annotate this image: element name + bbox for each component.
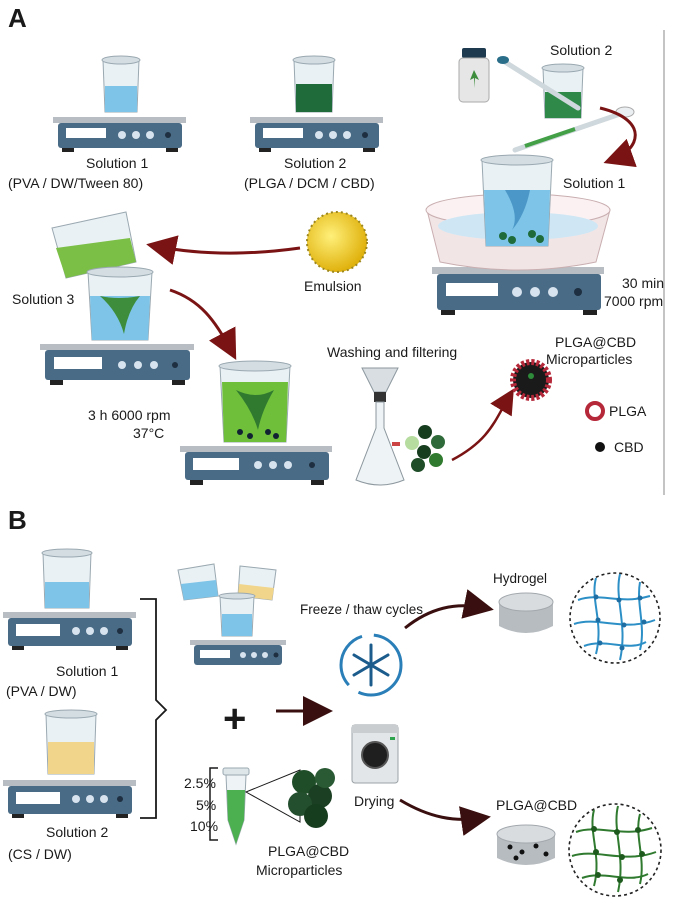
- b-arrow-freeze-to-hydrogel: [404, 589, 494, 630]
- b-conc-2: 10%: [190, 818, 218, 834]
- hydrogel-network-icon: [569, 572, 661, 664]
- a-legend-cbd: CBD: [614, 439, 644, 455]
- composite-disk-icon: [496, 824, 556, 865]
- beaker-solution-1: [101, 55, 141, 113]
- a-solution1-right-label: Solution 1: [563, 175, 625, 191]
- b-stirrer-solution-1: [3, 548, 136, 650]
- b-arrow-drying-to-composite: [399, 798, 491, 836]
- filter-flask-icon: [355, 367, 405, 486]
- eppendorf-tube-icon: [222, 767, 250, 846]
- b-solution1-title: Solution 1: [56, 663, 118, 679]
- pouring-beaker: [51, 211, 137, 279]
- b-solution1-components: (PVA / DW): [6, 683, 77, 699]
- legend-cbd-icon: [595, 442, 605, 452]
- panel-a-letter: A: [8, 3, 27, 33]
- emulsion-droplet-icon: [306, 211, 368, 273]
- b-conc-1: 5%: [196, 797, 216, 813]
- a-solution2-top-label: Solution 2: [550, 42, 612, 58]
- stirrer-solution-3: [40, 344, 194, 385]
- b-composite-label: PLGA@CBD: [496, 797, 577, 813]
- arrow-emulsion-to-solution-3: [146, 235, 301, 265]
- b-hydrogel-label: Hydrogel: [493, 571, 547, 586]
- a-solution2-components: (PLGA / DCM / CBD): [244, 175, 375, 191]
- b-micro-line1: PLGA@CBD: [268, 843, 349, 859]
- freeze-dryer-icon: [351, 724, 399, 784]
- beaker-ice-bath: [480, 154, 554, 247]
- plga-cbd-particle-icon: [510, 359, 552, 401]
- b-plus-sign: +: [223, 697, 246, 741]
- b-microparticle-cluster: [288, 768, 335, 828]
- a-stir-temp: 37°C: [133, 425, 164, 441]
- stirrer-solution-1: [53, 117, 186, 152]
- stirrer-solution-2: [250, 117, 383, 152]
- b-freeze-label: Freeze / thaw cycles: [300, 602, 423, 617]
- a-washing-label: Washing and filtering: [327, 344, 457, 360]
- beaker-solution-3: [86, 266, 154, 341]
- a-solution3-label: Solution 3: [12, 291, 74, 307]
- a-stir-conditions: 3 h 6000 rpm: [88, 407, 171, 423]
- b-brace: [140, 598, 168, 819]
- a-solution1-title: Solution 1: [86, 155, 148, 171]
- a-emulsion-label: Emulsion: [304, 278, 362, 294]
- legend-plga-icon: [585, 401, 605, 421]
- a-product-line2: Microparticles: [546, 351, 632, 367]
- cbd-vial-icon: [458, 48, 490, 103]
- b-micro-line2: Microparticles: [256, 862, 342, 878]
- b-mixing-beakers: [177, 563, 286, 665]
- hydrogel-disk-icon: [498, 592, 554, 633]
- b-stirrer-solution-2: [3, 709, 136, 818]
- panel-b-letter: B: [8, 505, 27, 535]
- a-solution1-components: (PVA / DW/Tween 80): [8, 175, 143, 191]
- a-solution2-title: Solution 2: [284, 155, 346, 171]
- b-solution2-components: (CS / DW): [8, 846, 72, 862]
- microparticle-spheres: [405, 425, 445, 472]
- b-solution2-title: Solution 2: [46, 824, 108, 840]
- b-drying-label: Drying: [354, 793, 394, 809]
- beaker-solution-2: [292, 55, 336, 113]
- composite-network-icon: [568, 803, 662, 897]
- arrow-to-product: [451, 388, 514, 462]
- pipette-icon: [497, 56, 635, 153]
- arrow-solution-3-to-stirring: [169, 288, 237, 360]
- beaker-green-stirring: [218, 360, 292, 443]
- snowflake-cycle-icon: [339, 633, 403, 697]
- b-conc-bracket: [209, 767, 218, 841]
- a-mix-time: 30 min: [622, 275, 664, 291]
- arrow-add-solution-2: [599, 106, 637, 168]
- a-product-line1: PLGA@CBD: [555, 334, 636, 350]
- stirrer-green: [180, 446, 332, 485]
- a-mix-speed: 7000 rpm: [604, 293, 663, 309]
- b-conc-0: 2.5%: [184, 775, 216, 791]
- a-legend-plga: PLGA: [609, 403, 647, 419]
